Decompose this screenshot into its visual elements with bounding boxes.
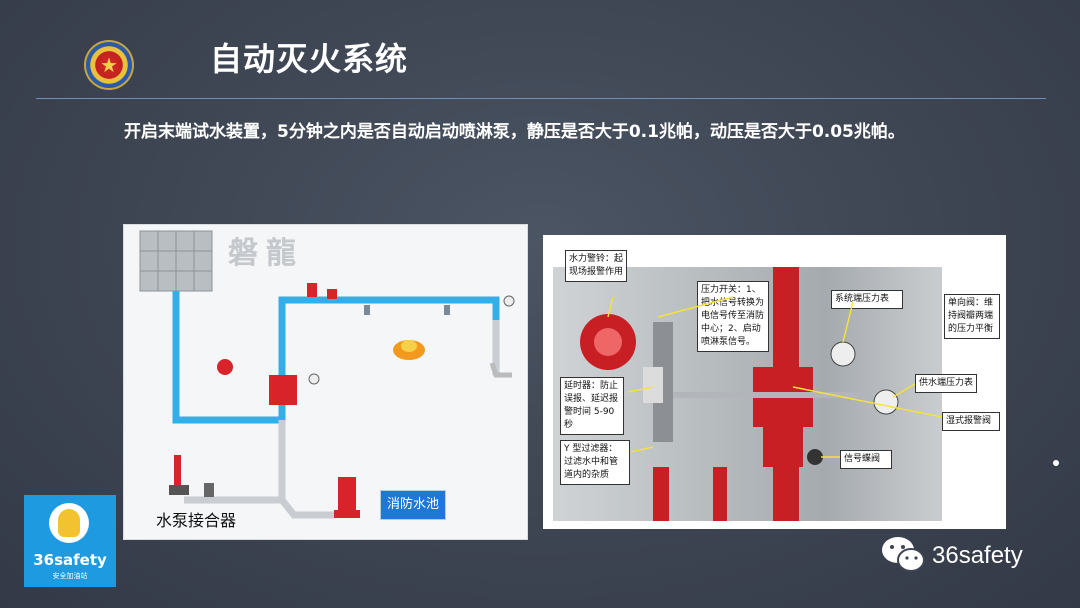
annotation-wet-alarm-valve: 湿式报警阀 — [942, 412, 1000, 431]
diagram-watermark: 磐龍 — [228, 236, 304, 271]
diagram-illustration — [139, 230, 515, 519]
fire-icon — [393, 340, 425, 360]
annotation-y-strainer: Y 型过滤器：过滤水中和管道内的杂质 — [560, 440, 630, 485]
alarm-bell-icon — [217, 359, 233, 375]
title-divider — [36, 98, 1046, 99]
logo-brand-text: 36safety — [33, 551, 107, 569]
annotation-system-gauge: 系统端压力表 — [831, 290, 903, 309]
description-text: 开启末端试水装置，5分钟之内是否自动启动喷淋泵，静压是否大于0.1兆帕，动压是否… — [124, 122, 905, 142]
lightbulb-icon — [58, 509, 80, 537]
pump-connector-label: 水泵接合器 — [156, 511, 237, 530]
fire-department-emblem-icon: ★ — [84, 40, 134, 90]
water-tank-icon — [139, 230, 213, 292]
grey-pipe-network — [184, 320, 500, 519]
36safety-logo: 36safety 安全加油站 — [24, 495, 116, 587]
alarm-valve-icon — [269, 375, 297, 405]
fire-pump-icon — [334, 477, 360, 518]
pump-connector-icon — [169, 455, 214, 497]
slide-indicator-dot — [1053, 460, 1059, 466]
wechat-account-name: 36safety — [932, 542, 1023, 569]
alarm-valve-assembly-illustration — [580, 267, 899, 521]
annotation-signal-butterfly-valve: 信号蝶阀 — [840, 450, 892, 469]
annotation-delay-device: 延时器：防止误报、延迟报警时间 5-90 秒 — [560, 377, 624, 435]
annotation-pressure-switch: 压力开关：1、把水信号转换为电信号传至消防中心；2、启动喷淋泵信号。 — [697, 281, 769, 352]
wechat-watermark: 36safety — [880, 534, 1030, 578]
annotation-water-bell: 水力警铃：起现场报警作用 — [565, 250, 627, 282]
wechat-icon — [882, 537, 925, 572]
page-title: 自动灭火系统 — [210, 40, 409, 78]
annotation-pointer-lines — [607, 296, 942, 458]
annotation-supply-gauge: 供水端压力表 — [915, 374, 977, 393]
water-pipe-network — [172, 291, 500, 424]
logo-sub-text: 安全加油站 — [52, 572, 88, 580]
fire-pool-label: 消防水池 — [380, 490, 446, 520]
annotation-check-valve: 单向阀：维持阀瓣两端的压力平衡 — [944, 294, 1000, 339]
